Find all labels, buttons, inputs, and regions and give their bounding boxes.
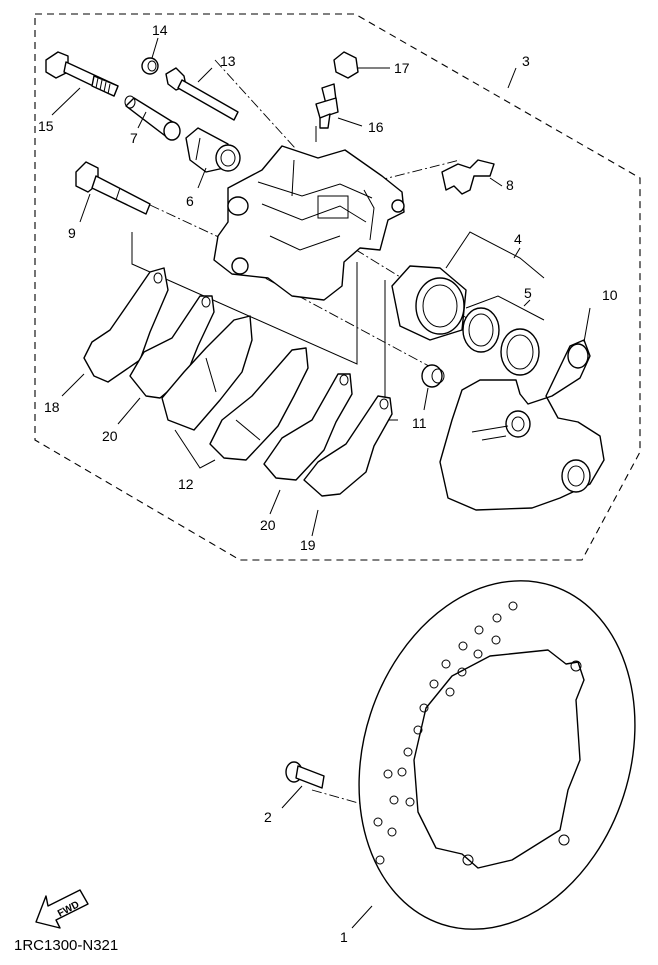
part-5-seals xyxy=(462,307,540,376)
part-18-shim xyxy=(83,267,169,383)
part-12-pad-set xyxy=(161,315,309,461)
callout-8: 8 xyxy=(506,177,514,193)
callout-14: 14 xyxy=(152,22,168,38)
callout-11: 11 xyxy=(412,415,427,431)
callout-16: 16 xyxy=(368,119,384,135)
callout-1: 1 xyxy=(340,929,348,945)
part-16-bleed-screw xyxy=(315,83,339,129)
part-8-clip xyxy=(441,159,495,195)
fwd-arrow-icon: FWD xyxy=(35,889,89,929)
part-15-bolt xyxy=(45,51,119,97)
callout-20-right: 20 xyxy=(260,517,276,533)
callout-3: 3 xyxy=(522,53,530,69)
callout-18: 18 xyxy=(44,399,60,415)
callout-2: 2 xyxy=(264,809,272,825)
callout-9: 9 xyxy=(68,225,76,241)
callout-20-left: 20 xyxy=(102,428,118,444)
part-9-bolt xyxy=(75,161,151,215)
callout-6: 6 xyxy=(186,193,194,209)
callout-4: 4 xyxy=(514,231,522,247)
diagram-code: 1RC1300-N321 xyxy=(14,937,118,954)
part-14-bushing xyxy=(141,57,159,75)
part-4-piston xyxy=(391,265,467,341)
part-7-sleeve xyxy=(124,95,181,141)
leader-lines xyxy=(51,37,591,929)
callout-13: 13 xyxy=(220,53,236,69)
part-20b-insulator xyxy=(263,373,353,481)
caliper-body xyxy=(213,145,405,301)
callout-5: 5 xyxy=(524,285,532,301)
part-6-boot xyxy=(185,127,241,173)
disc-holes xyxy=(373,601,518,865)
callout-19: 19 xyxy=(300,537,316,553)
callout-17: 17 xyxy=(394,60,410,76)
part-2-disc-bolt xyxy=(285,761,325,789)
part-17-cap xyxy=(333,51,359,79)
part-19-shim xyxy=(303,395,393,497)
part-13-slide-pin xyxy=(165,67,239,121)
part-1-brake-disc xyxy=(358,580,636,930)
callout-15: 15 xyxy=(38,118,54,134)
callout-7: 7 xyxy=(130,130,138,146)
callout-10: 10 xyxy=(602,287,618,303)
callout-labels: 14 13 17 3 15 16 7 8 6 9 4 5 10 18 11 20… xyxy=(38,22,618,945)
callout-12: 12 xyxy=(178,476,194,492)
caliper-assembly-boundary xyxy=(34,13,641,561)
part-11-boot xyxy=(421,364,445,388)
part-10-bracket xyxy=(439,339,605,511)
part-20a-insulator xyxy=(129,295,215,399)
